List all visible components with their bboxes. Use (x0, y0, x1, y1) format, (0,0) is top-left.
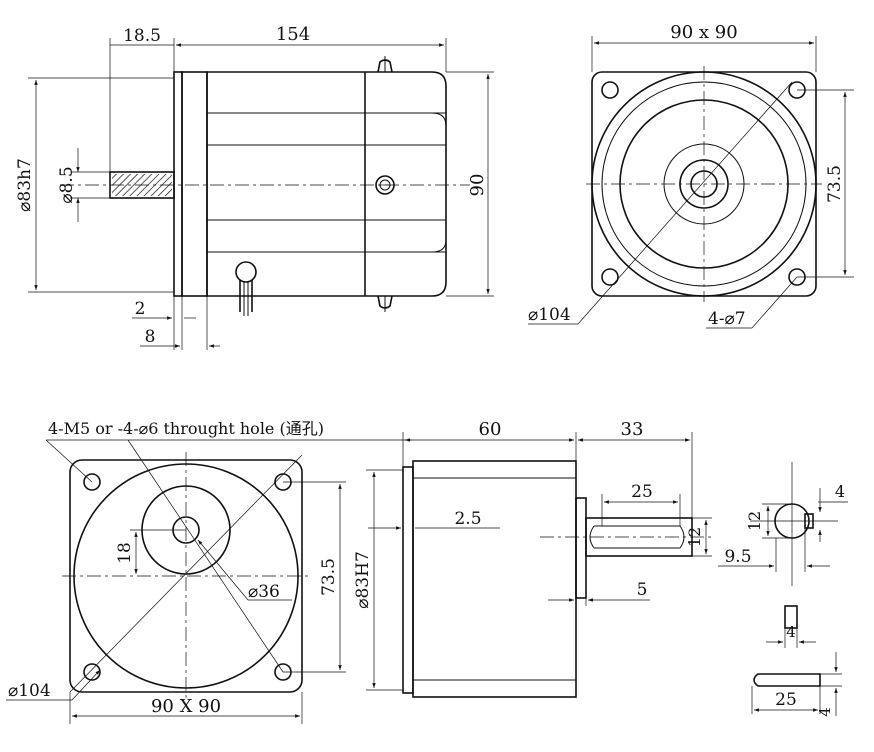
dim-key-width: 4 (786, 623, 796, 641)
shaft-section-view: 4 12 9.5 (718, 462, 848, 586)
dim-height: 90 (467, 174, 488, 197)
dim-body-length: 154 (276, 24, 310, 45)
dim-section-key: 4 (835, 482, 845, 501)
dim-gear-length: 60 (479, 419, 502, 440)
dim-gear-boss: ⌀36 (248, 582, 280, 602)
dim-gear-pilot: ⌀83H7 (353, 551, 373, 609)
dim-flange-width: 18.5 (123, 26, 161, 46)
motor-front-view: ⌀104 4-⌀7 90 x 90 73.5 (528, 22, 854, 329)
dim-section-depth: 9.5 (724, 547, 751, 567)
dim-front-square: 90 x 90 (670, 22, 737, 43)
dim-gear-shaft-length: 33 (621, 419, 644, 440)
dim-flange-thickness: 8 (145, 327, 156, 347)
dim-key-length: 25 (775, 690, 797, 710)
dim-gear-square: 90 X 90 (151, 696, 221, 717)
gearbox-side-view: 60 33 25 2.5 ⌀83H7 12 5 (353, 419, 712, 698)
dim-gear-hole-spacing: 73.5 (319, 558, 339, 596)
dim-gear-pcd: ⌀104 (8, 681, 51, 701)
motor-side-view: 18.5 154 ⌀83h7 ⌀8.5 90 2 8 (15, 24, 494, 350)
dim-front-hole-spacing: 73.5 (825, 165, 845, 203)
gear-mount-note: 4-M5 or -4-⌀6 throught hole (通孔) (48, 419, 324, 438)
dim-gear-key-length: 25 (631, 482, 653, 502)
dim-front-holes: 4-⌀7 (708, 309, 746, 329)
dim-section-dia: 12 (745, 511, 764, 531)
dim-pilot-diameter: ⌀83h7 (15, 158, 35, 212)
dim-gear-offset: 18 (115, 542, 135, 564)
dim-key-height: 4 (816, 707, 834, 717)
dim-gear-shaft-dia: 12 (685, 527, 704, 547)
dim-gap: 2 (135, 299, 146, 319)
dim-front-pcd: ⌀104 (528, 305, 571, 325)
dim-gear-shoulder: 5 (637, 580, 648, 600)
dim-shaft-diameter: ⌀8.5 (57, 166, 77, 203)
dim-gear-step: 2.5 (454, 509, 481, 529)
gearbox-front-view: 4-M5 or -4-⌀6 throught hole (通孔) 18 ⌀36 … (6, 419, 412, 724)
key-detail: 4 25 4 (751, 605, 842, 717)
